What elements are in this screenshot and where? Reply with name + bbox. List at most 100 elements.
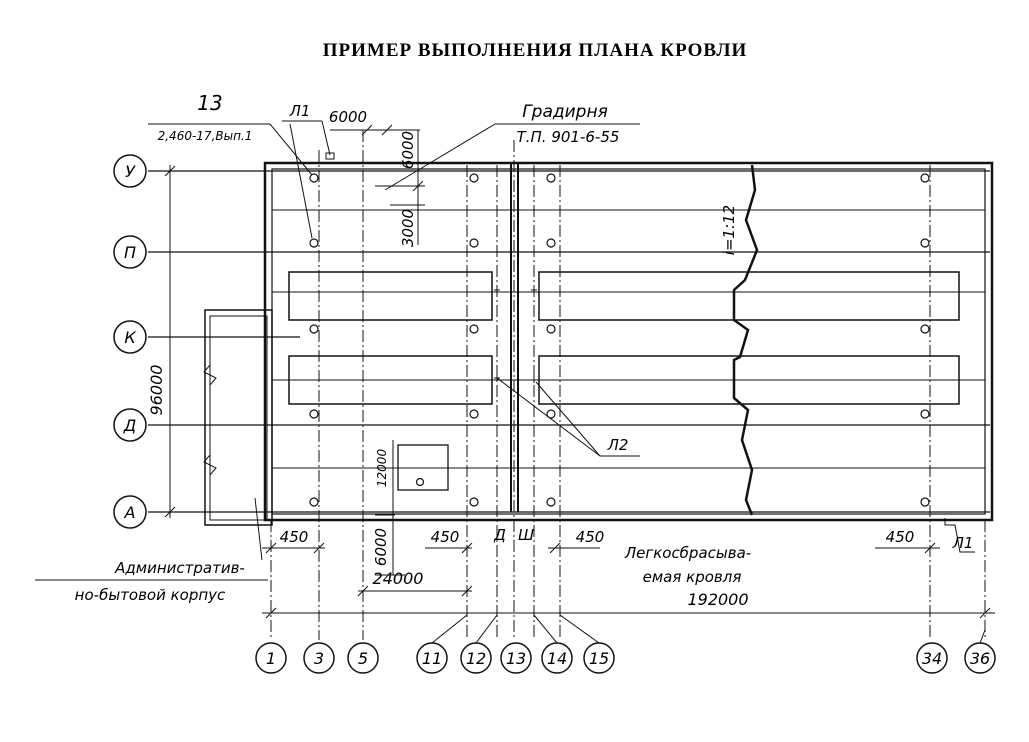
dim-450-left-label: 450 (280, 528, 309, 546)
l2-leader-a (496, 377, 601, 457)
l1-top-label: Л1 (289, 102, 311, 120)
dim-tick (357, 585, 369, 597)
row-axis-lines (148, 170, 990, 513)
l1-top-marker (325, 152, 335, 160)
row-bubble-p (113, 235, 147, 269)
l1-bottom-leader (944, 518, 975, 553)
dim-tick (979, 607, 991, 619)
dimension-450-right (548, 542, 600, 554)
skylight-bands (288, 271, 960, 405)
roof-structure-box (397, 444, 449, 491)
dim-tick (381, 124, 393, 136)
dim-tick (265, 607, 277, 619)
dimension-96000 (164, 165, 176, 518)
dim-450-right-label: 450 (576, 528, 605, 546)
marker (531, 377, 537, 383)
dimension-24000 (357, 585, 473, 597)
dim-6000-vertical-label: 6000 (399, 131, 417, 169)
leader (475, 614, 498, 644)
skylight-left-upper (288, 271, 493, 321)
row-bubble-d (113, 408, 147, 442)
d-label: Д (493, 526, 506, 544)
l1-top-leader-b (321, 120, 331, 156)
row-bubble-u (113, 154, 147, 188)
admin-label-2: но-бытовой корпус (75, 586, 226, 604)
dim-tick (924, 542, 936, 554)
drain (469, 238, 479, 248)
col-label-3: 3 (314, 649, 324, 668)
drain (546, 173, 556, 183)
dim-192000-label: 192000 (687, 590, 748, 609)
expansion-joint (510, 164, 519, 512)
dim-3000-label: 3000 (399, 209, 417, 247)
cooling-tower-leader (384, 123, 496, 191)
drain (546, 238, 556, 248)
row-label-u: У (125, 162, 136, 181)
leader (979, 629, 986, 644)
col-bubble-3 (303, 642, 335, 674)
dimension-6000-top (330, 124, 420, 136)
sh-label: Ш (518, 526, 534, 544)
dimension-450-far (875, 542, 940, 554)
marker (531, 287, 537, 293)
admin-building (203, 309, 273, 526)
admin-label-1: Административ- (114, 559, 245, 577)
slope-label: i=1:12 (720, 205, 738, 255)
l1-bottom-label: Л1 (952, 534, 974, 552)
note-13-leader (269, 123, 313, 176)
col-label-5: 5 (358, 649, 368, 668)
dim-tick (313, 542, 325, 554)
row-label-d: Д (123, 416, 137, 435)
drain (920, 173, 930, 183)
dim-6000-bottom-label: 6000 (372, 528, 390, 566)
col-bubble-1 (255, 642, 287, 674)
drain (469, 324, 479, 334)
dim-tick (361, 124, 373, 136)
drawing-title: ПРИМЕР ВЫПОЛНЕНИЯ ПЛАНА КРОВЛИ (323, 40, 748, 61)
dim-24000-label: 24000 (373, 569, 424, 588)
dim-6000-top-label: 6000 (329, 108, 367, 126)
joint-markers (494, 287, 537, 383)
drain (546, 497, 556, 507)
dim-96000-label: 96000 (147, 365, 166, 416)
drain (309, 173, 319, 183)
dimension-6000-bottom (375, 440, 405, 576)
admin-leader (254, 497, 263, 561)
row-label-a: А (124, 503, 136, 522)
series-label: 2,460-17,Вып.1 (158, 129, 253, 143)
drain (920, 497, 930, 507)
dimension-192000 (262, 607, 995, 619)
col-label-1: 1 (266, 649, 276, 668)
dimension-6000-3000 (375, 130, 425, 245)
col-bubble-34 (916, 642, 948, 674)
dim-450-far-label: 450 (886, 528, 915, 546)
l2-leader-b (535, 381, 601, 457)
dimension-450-left (262, 542, 325, 554)
cooling-tower-ref: Т.П. 901-6-55 (517, 128, 620, 146)
drain (920, 238, 930, 248)
skylight-right-lower (538, 355, 960, 405)
skylight-right-upper (538, 271, 960, 321)
l1-top-leader-a (289, 123, 313, 239)
col-label-13: 13 (506, 649, 526, 668)
col-label-36: 36 (970, 649, 990, 668)
drain (309, 238, 319, 248)
drain (920, 409, 930, 419)
drain (309, 497, 319, 507)
admin-break (203, 330, 217, 520)
roof-seams (272, 209, 985, 469)
row-axis-labels: У П К Д А (123, 162, 137, 522)
column-axis-labels: 1 3 5 11 12 13 14 15 34 36 (266, 649, 990, 668)
dim-tick (412, 180, 424, 192)
drain (415, 477, 425, 487)
drain (546, 324, 556, 334)
dim-tick (164, 506, 176, 518)
dim-450-mid-label: 450 (431, 528, 460, 546)
drain (309, 409, 319, 419)
col-bubble-5 (347, 642, 379, 674)
admin-building-outline (204, 309, 273, 526)
col-label-15: 15 (589, 649, 609, 668)
row-label-p: П (124, 243, 136, 262)
note-13-label: 13 (197, 91, 222, 115)
col-label-14: 14 (547, 649, 567, 668)
